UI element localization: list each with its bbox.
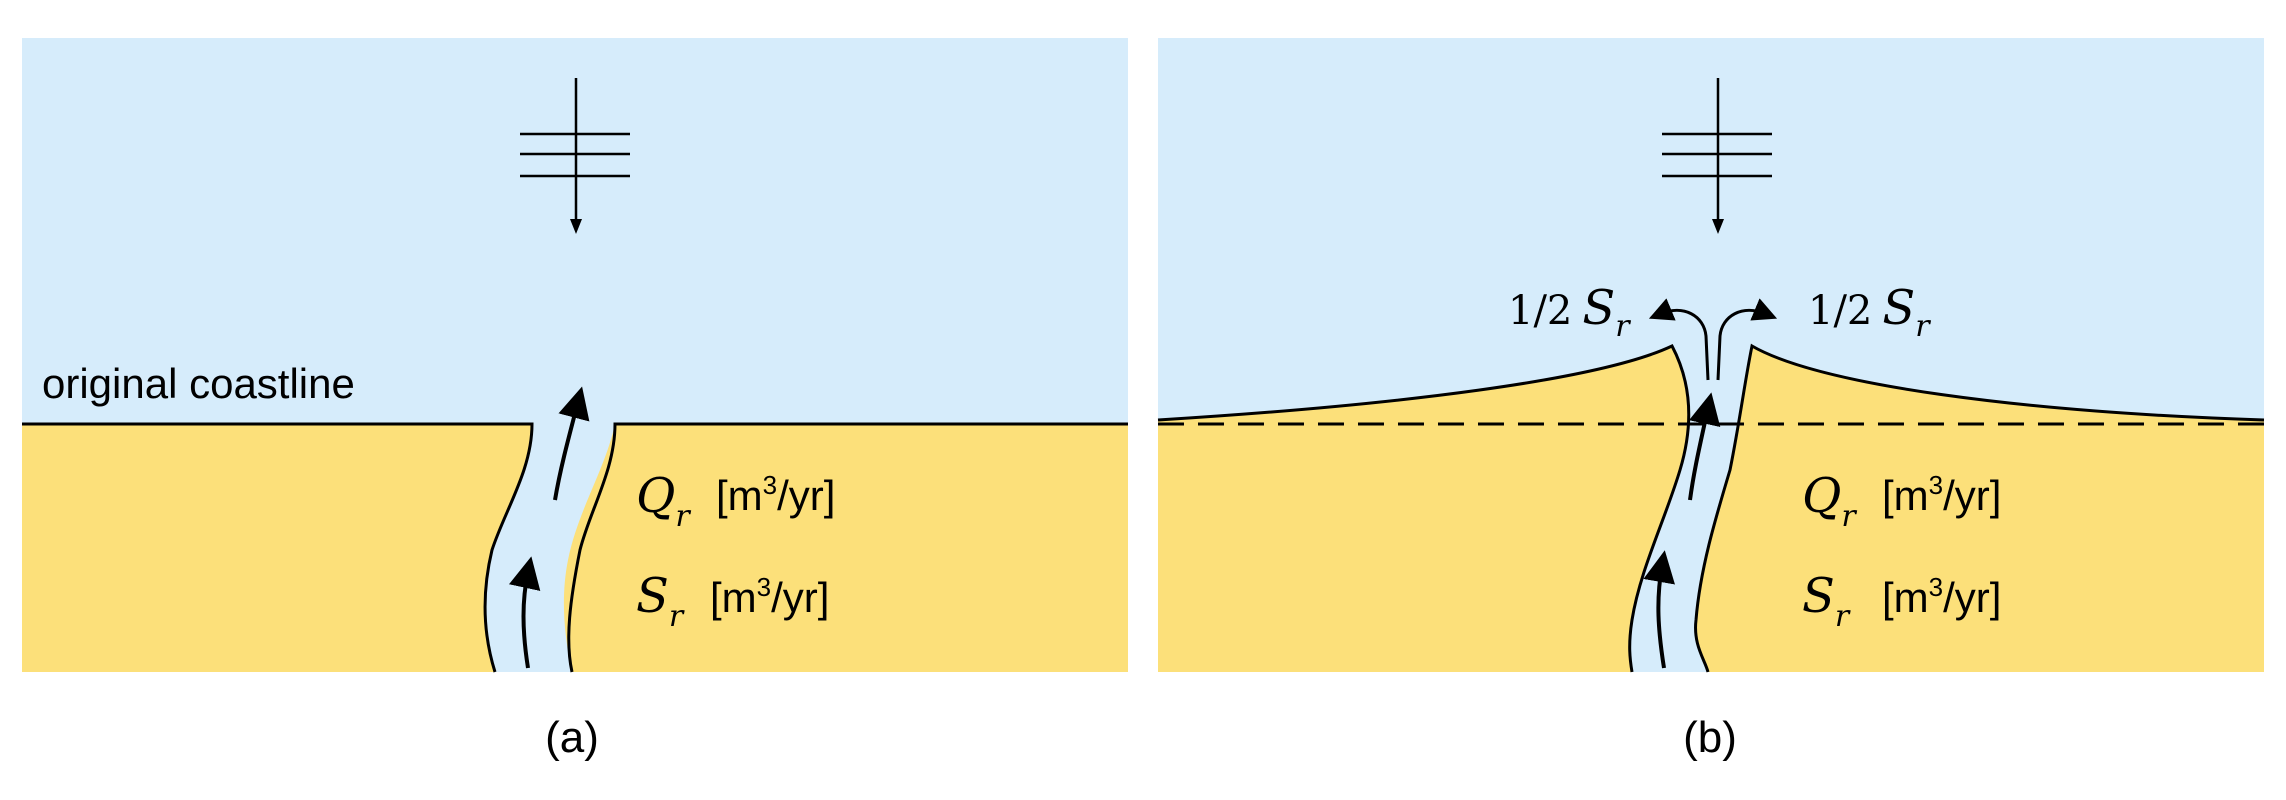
split-arrow-right-icon [1716,298,1778,381]
coastline-right [567,422,1128,673]
new-coastline-left [1157,344,1691,673]
split-arrow-left-icon [1648,298,1710,381]
flow-arrow-icon [1688,392,1721,501]
sediment-unit: [m3/yr] [1882,572,2001,621]
original-coastline [22,422,534,673]
wave-crest-arrow-icon [520,78,630,234]
river-channel [484,424,615,672]
sediment-unit: [m3/yr] [710,572,829,621]
land-area [1695,346,2264,672]
flow-arrow-icon [509,556,541,669]
new-coastline-right [1694,343,2265,673]
flow-arrow-icon [553,386,590,501]
sediment-label: Sr [1802,568,1851,634]
discharge-label: Qr [1802,468,1857,534]
land-area [1158,346,1689,672]
wave-crest-arrow-icon [1662,78,1772,234]
discharge-label: Qr [636,468,691,534]
flow-arrow-icon [1643,550,1675,669]
panel-a: original coastline Qr [m3/yr] Sr [m3/yr]… [22,38,1128,762]
coastline-label: original coastline [42,360,355,407]
panel-b-caption: (b) [1683,713,1737,762]
sediment-label: Sr [636,568,685,634]
discharge-unit: [m3/yr] [1882,470,2001,519]
panel-a-caption: (a) [545,713,599,762]
discharge-unit: [m3/yr] [716,470,835,519]
